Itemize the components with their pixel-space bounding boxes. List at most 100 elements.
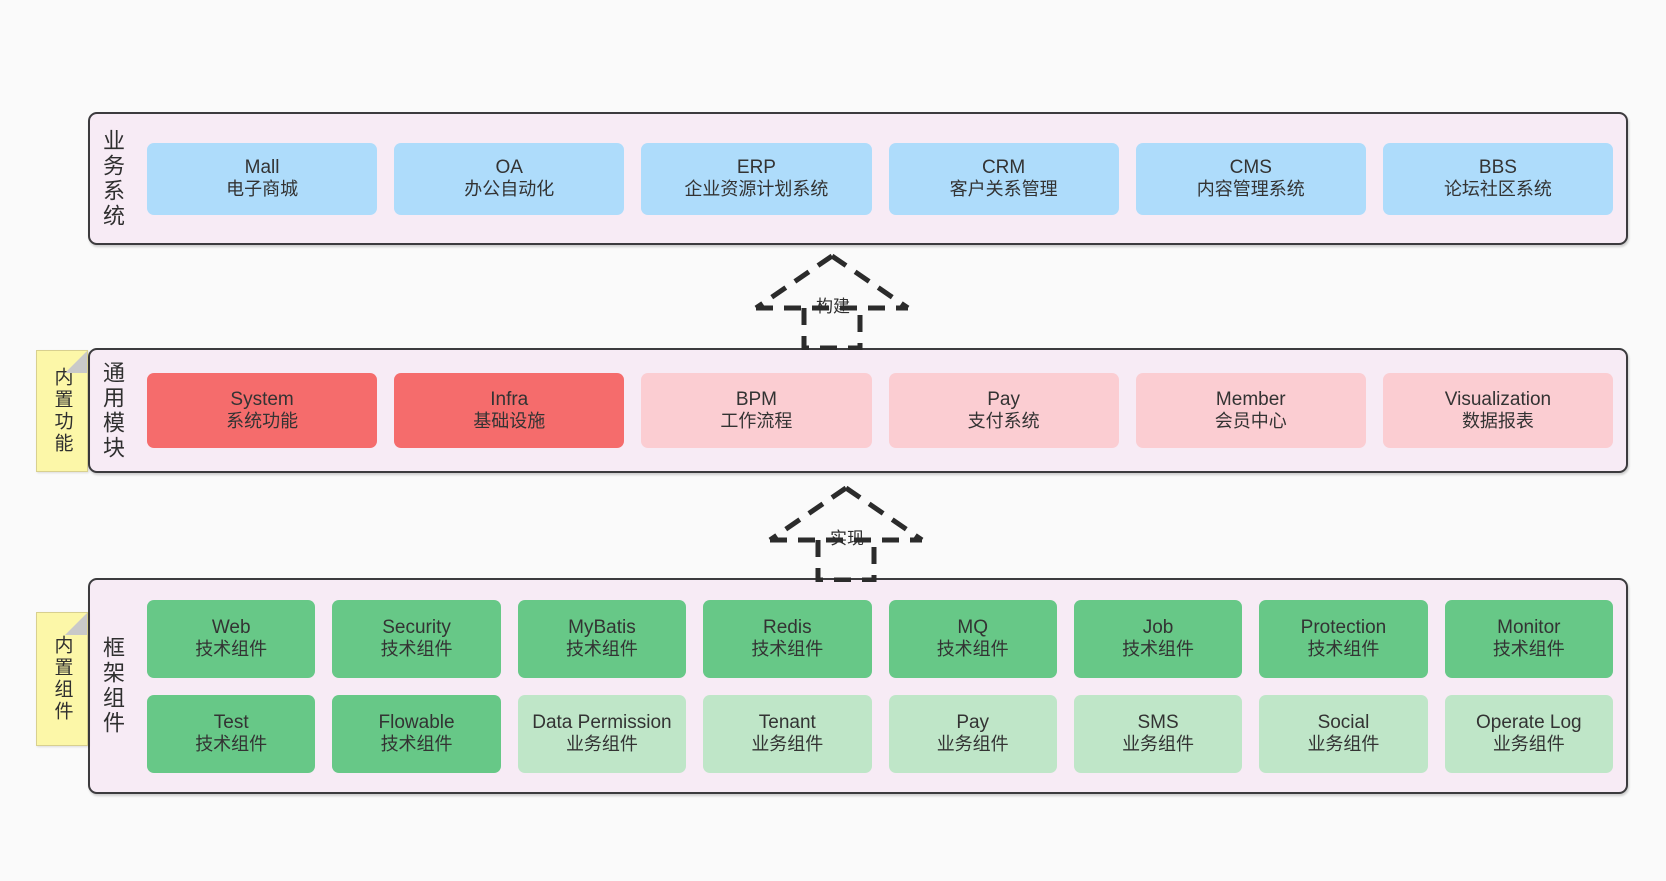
card-bpm-desc: 工作流程 <box>720 411 793 432</box>
card-mq-name: MQ <box>957 616 988 638</box>
connector-implement-label: 实现 <box>830 529 864 548</box>
card-data-permission[interactable]: Data Permission 业务组件 <box>517 694 687 773</box>
card-mq[interactable]: MQ 技术组件 <box>888 599 1057 678</box>
card-tenant[interactable]: Tenant 业务组件 <box>703 694 872 773</box>
card-sms[interactable]: SMS 业务组件 <box>1073 694 1243 773</box>
card-web-desc: 技术组件 <box>195 639 268 660</box>
card-security-desc: 技术组件 <box>380 639 453 660</box>
card-member-desc: 会员中心 <box>1214 411 1287 432</box>
card-operate-log[interactable]: Operate Log 业务组件 <box>1444 694 1613 773</box>
card-job[interactable]: Job 技术组件 <box>1073 599 1243 678</box>
layer-title-common: 通用模块 <box>100 360 125 461</box>
card-operate-log-desc: 业务组件 <box>1492 734 1565 755</box>
note-builtin-function-text: 内置功能 <box>51 367 73 455</box>
card-web[interactable]: Web 技术组件 <box>147 599 316 678</box>
card-bbs-desc: 论坛社区系统 <box>1443 179 1552 200</box>
card-system-desc: 系统功能 <box>226 411 299 432</box>
card-monitor-name: Monitor <box>1497 616 1561 638</box>
card-security-name: Security <box>382 616 451 638</box>
card-crm-desc: 客户关系管理 <box>949 179 1058 200</box>
card-visualization-name: Visualization <box>1444 388 1552 410</box>
card-flowable-name: Flowable <box>378 711 455 733</box>
card-cms-name: CMS <box>1229 156 1272 178</box>
layer-common-modules: 通用模块 System 系统功能 Infra 基础设施 BPM 工作流程 Pay… <box>88 348 1628 473</box>
card-oa-desc: 办公自动化 <box>464 179 555 200</box>
layer-framework-components: 框架组件 Web 技术组件 Security 技术组件 MyBatis 技术组件… <box>88 578 1628 794</box>
card-operate-log-name: Operate Log <box>1475 711 1582 733</box>
card-job-desc: 技术组件 <box>1122 639 1195 660</box>
connector-implement-arrow <box>768 485 924 582</box>
card-bpm-name: BPM <box>735 388 778 410</box>
card-mall-name: Mall <box>244 156 280 178</box>
card-data-permission-desc: 业务组件 <box>565 734 638 755</box>
card-social-desc: 业务组件 <box>1307 734 1380 755</box>
card-sms-name: SMS <box>1137 711 1179 733</box>
layer-title-business: 业务系统 <box>100 128 125 229</box>
card-erp[interactable]: ERP 企业资源计划系统 <box>641 142 872 215</box>
card-redis-name: Redis <box>763 616 812 638</box>
card-crm[interactable]: CRM 客户关系管理 <box>888 142 1119 215</box>
note-builtin-component-text: 内置组件 <box>51 635 73 723</box>
card-test-desc: 技术组件 <box>195 734 268 755</box>
card-row-common: System 系统功能 Infra 基础设施 BPM 工作流程 Pay 支付系统… <box>147 373 1614 448</box>
note-builtin-function: 内置功能 <box>36 350 88 472</box>
card-row-framework-tech: Web 技术组件 Security 技术组件 MyBatis 技术组件 Redi… <box>147 599 1613 678</box>
layer-title-framework: 框架组件 <box>100 636 125 736</box>
card-row-business: Mall 电子商城 OA 办公自动化 ERP 企业资源计划系统 CRM 客户关系… <box>147 142 1614 215</box>
connector-build-arrow <box>754 253 910 350</box>
card-protection-desc: 技术组件 <box>1307 639 1380 660</box>
card-mybatis[interactable]: MyBatis 技术组件 <box>517 599 687 678</box>
card-flowable-desc: 技术组件 <box>380 734 453 755</box>
card-flowable[interactable]: Flowable 技术组件 <box>332 694 501 773</box>
card-oa[interactable]: OA 办公自动化 <box>394 142 625 215</box>
card-infra-name: Infra <box>490 388 529 410</box>
card-mybatis-desc: 技术组件 <box>565 639 638 660</box>
card-pay-module[interactable]: Pay 支付系统 <box>888 373 1119 448</box>
card-bpm[interactable]: BPM 工作流程 <box>641 373 872 448</box>
card-test-name: Test <box>213 711 249 733</box>
card-sms-desc: 业务组件 <box>1122 734 1195 755</box>
card-test[interactable]: Test 技术组件 <box>147 694 316 773</box>
card-mybatis-name: MyBatis <box>568 616 636 638</box>
card-monitor[interactable]: Monitor 技术组件 <box>1444 599 1613 678</box>
card-visualization-desc: 数据报表 <box>1461 411 1534 432</box>
card-mall-desc: 电子商城 <box>226 179 299 200</box>
card-row-framework-business: Test 技术组件 Flowable 技术组件 Data Permission … <box>147 694 1613 773</box>
card-protection-name: Protection <box>1300 616 1387 638</box>
card-system[interactable]: System 系统功能 <box>147 373 378 448</box>
card-bbs[interactable]: BBS 论坛社区系统 <box>1382 142 1614 215</box>
card-pay-component[interactable]: Pay 业务组件 <box>888 694 1057 773</box>
card-redis[interactable]: Redis 技术组件 <box>703 599 872 678</box>
card-infra[interactable]: Infra 基础设施 <box>394 373 625 448</box>
card-data-permission-name: Data Permission <box>532 711 672 733</box>
card-cms-desc: 内容管理系统 <box>1196 179 1305 200</box>
card-redis-desc: 技术组件 <box>751 639 824 660</box>
card-social[interactable]: Social 业务组件 <box>1259 694 1428 773</box>
card-pay-module-name: Pay <box>987 388 1020 410</box>
layer-body-framework: Web 技术组件 Security 技术组件 MyBatis 技术组件 Redi… <box>134 580 1626 792</box>
card-mq-desc: 技术组件 <box>936 639 1009 660</box>
card-cms[interactable]: CMS 内容管理系统 <box>1135 142 1366 215</box>
card-bbs-name: BBS <box>1478 156 1517 178</box>
layer-body-business: Mall 电子商城 OA 办公自动化 ERP 企业资源计划系统 CRM 客户关系… <box>134 114 1626 243</box>
card-member[interactable]: Member 会员中心 <box>1135 373 1366 448</box>
card-monitor-desc: 技术组件 <box>1492 639 1565 660</box>
card-mall[interactable]: Mall 电子商城 <box>147 142 378 215</box>
card-erp-name: ERP <box>736 156 776 178</box>
card-visualization[interactable]: Visualization 数据报表 <box>1382 373 1614 448</box>
card-pay-component-desc: 业务组件 <box>936 734 1009 755</box>
layer-business-systems: 业务系统 Mall 电子商城 OA 办公自动化 ERP 企业资源计划系统 CRM… <box>88 112 1628 245</box>
card-member-name: Member <box>1215 388 1286 410</box>
note-builtin-component: 内置组件 <box>36 612 88 746</box>
card-infra-desc: 基础设施 <box>473 411 546 432</box>
card-tenant-name: Tenant <box>758 711 816 733</box>
card-social-name: Social <box>1317 711 1370 733</box>
card-oa-name: OA <box>495 156 523 178</box>
layer-body-common: System 系统功能 Infra 基础设施 BPM 工作流程 Pay 支付系统… <box>134 350 1626 471</box>
connector-build-label: 构建 <box>816 297 850 316</box>
card-pay-module-desc: 支付系统 <box>967 411 1040 432</box>
card-security[interactable]: Security 技术组件 <box>332 599 501 678</box>
card-protection[interactable]: Protection 技术组件 <box>1259 599 1428 678</box>
card-crm-name: CRM <box>981 156 1026 178</box>
